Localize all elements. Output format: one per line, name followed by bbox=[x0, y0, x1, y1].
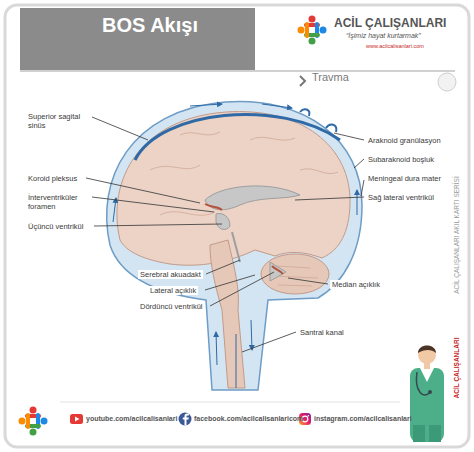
part-label: Üçüncü ventrikül bbox=[28, 222, 83, 231]
logo bbox=[298, 16, 327, 45]
badge bbox=[438, 73, 456, 91]
part-label: Dördüncü ventrikül bbox=[138, 302, 205, 311]
chevron bbox=[300, 76, 305, 86]
part-label: Superior sagital sinüs bbox=[28, 112, 92, 130]
social-link: youtube.com/acilcalisanlari bbox=[86, 415, 177, 423]
brand-name: ACİL ÇALIŞANLARI bbox=[334, 16, 446, 30]
part-label: İnterventriküler foramen bbox=[28, 193, 94, 211]
brain-illustration bbox=[107, 101, 362, 390]
facebook-icon bbox=[179, 413, 192, 426]
part-label: Meningeal dura mater bbox=[368, 174, 441, 183]
part-label: Santral kanal bbox=[298, 328, 346, 337]
title: BOS Akışı bbox=[95, 14, 205, 37]
youtube-icon bbox=[70, 414, 83, 424]
part-label: Subaraknoid boşluk bbox=[368, 155, 434, 164]
frame bbox=[5, 5, 469, 447]
tagline: “İşimiz hayat kurtarmak” bbox=[346, 32, 421, 40]
social-link: facebook.com/acilcalisanlaricom bbox=[194, 415, 303, 423]
social-link: instagram.com/acilcalisanlari bbox=[314, 415, 412, 423]
part-label: Median açıklık bbox=[330, 280, 382, 289]
website: www.acilcalisanlari.com bbox=[366, 43, 424, 50]
title-tab bbox=[20, 8, 255, 70]
series-text: ACİL ÇALIŞANLARI AKIL KARTI SERİSİ bbox=[453, 176, 461, 294]
part-label: Araknoid granülasyon bbox=[368, 136, 441, 145]
part-label: Sağ lateral ventrikül bbox=[368, 193, 434, 202]
section-tab: Travma bbox=[312, 71, 349, 84]
logo bbox=[19, 407, 48, 436]
part-label: Serebral akuadakt bbox=[138, 270, 203, 279]
part-label: Lateral açıklık bbox=[148, 286, 198, 295]
leader-lines bbox=[86, 117, 364, 352]
part-label: Koroid pleksus bbox=[28, 174, 77, 183]
doctor-figure bbox=[410, 346, 444, 443]
brand-vertical: ACİL ÇALIŞANLARI bbox=[453, 338, 461, 399]
